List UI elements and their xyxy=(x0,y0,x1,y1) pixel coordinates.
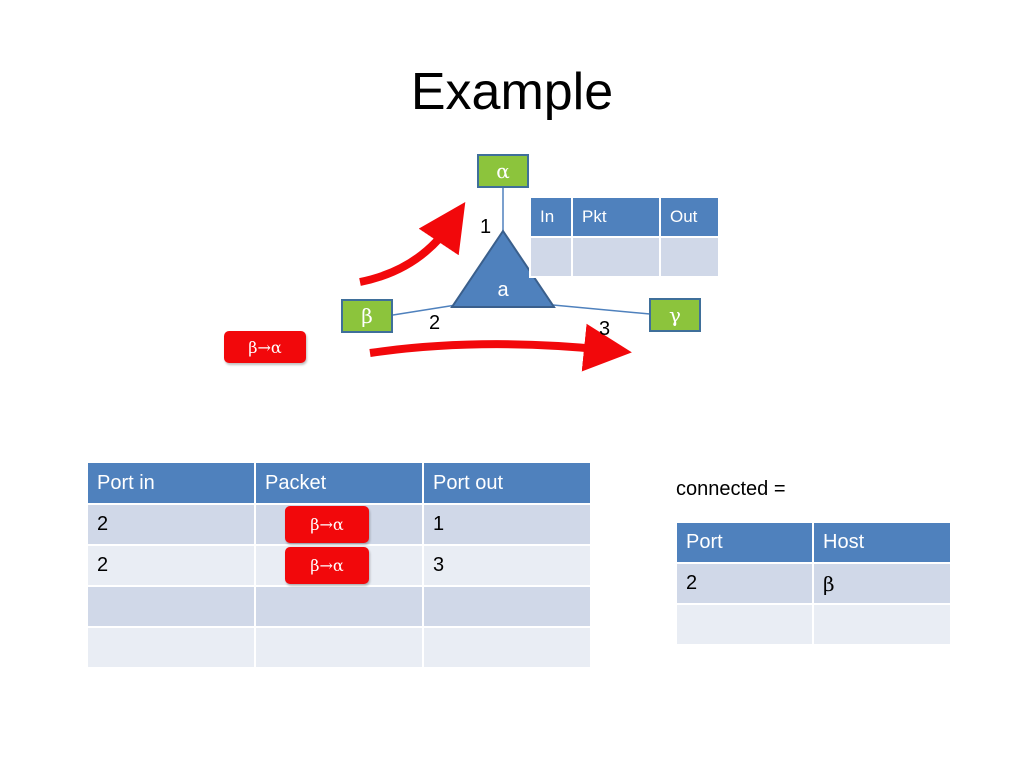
connected-table: Port Host 2 β xyxy=(675,521,952,646)
packet-badge: β→α xyxy=(285,547,369,584)
flow-cell-port-out: 1 xyxy=(422,503,592,546)
port-label-2: 2 xyxy=(429,312,441,334)
table-row xyxy=(86,585,592,628)
flow-cell-packet xyxy=(254,626,424,669)
table-row: 2 β→α 3 xyxy=(86,544,592,587)
connected-cell-host xyxy=(812,603,952,646)
connected-header-host: Host xyxy=(812,521,952,564)
connected-cell-host: β xyxy=(812,562,952,605)
flow-cell-packet: β→α xyxy=(254,503,424,546)
flow-cell-port-out xyxy=(422,626,592,669)
packet-badge: β→α xyxy=(285,506,369,543)
port-label-1: 1 xyxy=(480,216,492,238)
switch-table-cell xyxy=(571,236,661,278)
link-beta xyxy=(392,304,457,316)
flow-table-header-port-out: Port out xyxy=(422,461,592,505)
switch-table-cell xyxy=(659,236,720,278)
table-row: 2 β→α 1 xyxy=(86,503,592,546)
switch-table-header-pkt: Pkt xyxy=(571,196,661,238)
connected-cell-port xyxy=(675,603,814,646)
switch-label: a xyxy=(497,279,509,301)
connected-caption: connected = xyxy=(676,478,786,500)
switch-table: In Pkt Out xyxy=(529,196,720,278)
flow-cell-port-out xyxy=(422,585,592,628)
flow-cell-port-in xyxy=(86,626,256,669)
port-label-3: 3 xyxy=(599,318,611,340)
switch-triangle xyxy=(450,229,556,308)
arrow-to-gamma xyxy=(369,323,632,372)
flow-table: Port in Packet Port out 2 β→α 1 2 β→α 3 xyxy=(86,461,592,669)
flow-table-header-port-in: Port in xyxy=(86,461,256,505)
page-title: Example xyxy=(410,63,614,121)
table-row xyxy=(529,236,720,278)
switch-table-cell xyxy=(529,236,573,278)
flow-table-header-packet: Packet xyxy=(254,461,424,505)
host-gamma: γ xyxy=(649,298,701,332)
table-row xyxy=(675,603,952,646)
flow-cell-packet xyxy=(254,585,424,628)
flow-cell-packet: β→α xyxy=(254,544,424,587)
host-beta: β xyxy=(341,299,393,333)
host-alpha: α xyxy=(477,154,529,188)
connected-cell-port: 2 xyxy=(675,562,814,605)
table-row: 2 β xyxy=(675,562,952,605)
switch-table-header-out: Out xyxy=(659,196,720,238)
packet-badge: β→α xyxy=(224,331,306,363)
flow-cell-port-in: 2 xyxy=(86,503,256,546)
flow-cell-port-in xyxy=(86,585,256,628)
connected-header-port: Port xyxy=(675,521,814,564)
arrow-to-alpha xyxy=(359,202,466,286)
flow-cell-port-out: 3 xyxy=(422,544,592,587)
switch-table-header-in: In xyxy=(529,196,573,238)
link-gamma xyxy=(552,304,651,315)
flow-cell-port-in: 2 xyxy=(86,544,256,587)
table-row xyxy=(86,626,592,669)
